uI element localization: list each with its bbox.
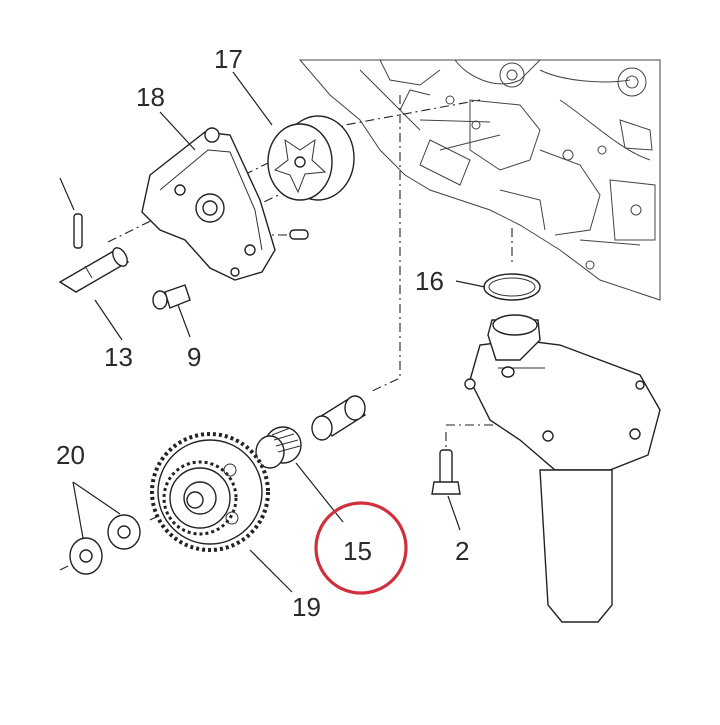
engine-crankcase — [298, 59, 661, 301]
part-15-needle-bearing — [255, 426, 302, 469]
oil-strainer-housing — [464, 314, 661, 623]
leader-lines — [59, 71, 486, 593]
callout-17: 17 — [214, 44, 243, 74]
callout-20: 20 — [56, 440, 85, 470]
callout-13: 13 — [104, 342, 133, 372]
part-16-o-ring — [483, 273, 541, 301]
callout-15: 15 — [343, 536, 372, 566]
part-19-gear — [150, 432, 270, 552]
callout-19: 19 — [292, 592, 321, 622]
part-2-bolt — [431, 449, 461, 495]
bushing — [311, 395, 367, 441]
dowel-pin — [73, 213, 83, 249]
callout-2: 2 — [455, 536, 469, 566]
part-20-washers — [69, 514, 141, 575]
callout-16: 16 — [415, 266, 444, 296]
part-9-screw — [152, 284, 191, 310]
callout-9: 9 — [187, 342, 201, 372]
part-18-pump-cover — [141, 127, 276, 281]
highlight-circle — [314, 501, 408, 595]
part-13-shaft — [58, 247, 130, 293]
rotor-pin — [289, 229, 309, 240]
part-17-pump-rotor — [267, 115, 355, 201]
callout-18: 18 — [136, 82, 165, 112]
